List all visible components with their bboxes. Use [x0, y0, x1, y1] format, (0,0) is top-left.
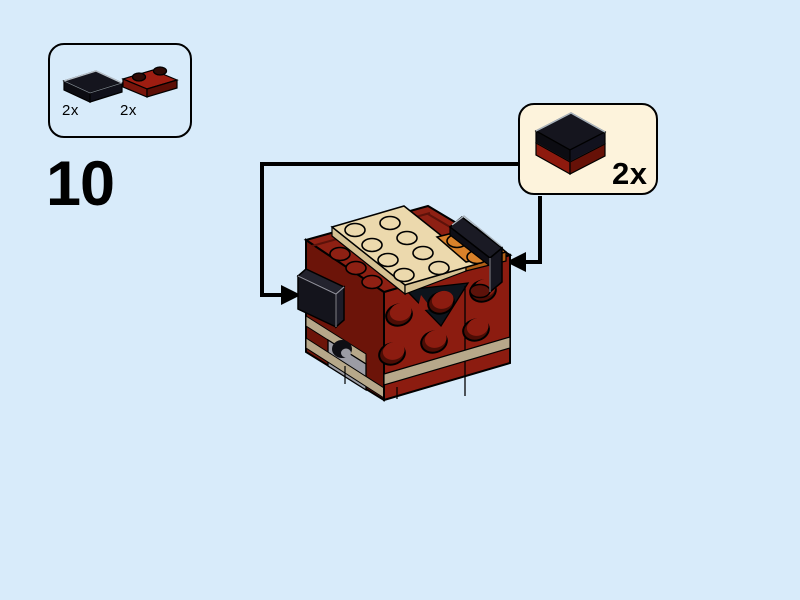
part-dark-red-plate-icon [121, 66, 179, 98]
left-arrow-icon [260, 162, 518, 305]
left-black-piece [296, 268, 346, 329]
right-black-piece [448, 215, 504, 294]
callout-piece-icon [534, 112, 607, 176]
right-arrow-icon [506, 196, 542, 272]
part-quantity-dark-red-plate: 2x [120, 102, 137, 119]
dark-red-studs [329, 246, 383, 290]
part-black-tile-icon [62, 70, 124, 103]
model-brickheadz-head [296, 204, 513, 402]
callout-quantity: 2x [612, 156, 648, 191]
front-studs [378, 278, 497, 366]
step-number: 10 [46, 149, 115, 219]
part-quantity-black-tile: 2x [62, 102, 79, 119]
tan-studs [344, 215, 450, 283]
